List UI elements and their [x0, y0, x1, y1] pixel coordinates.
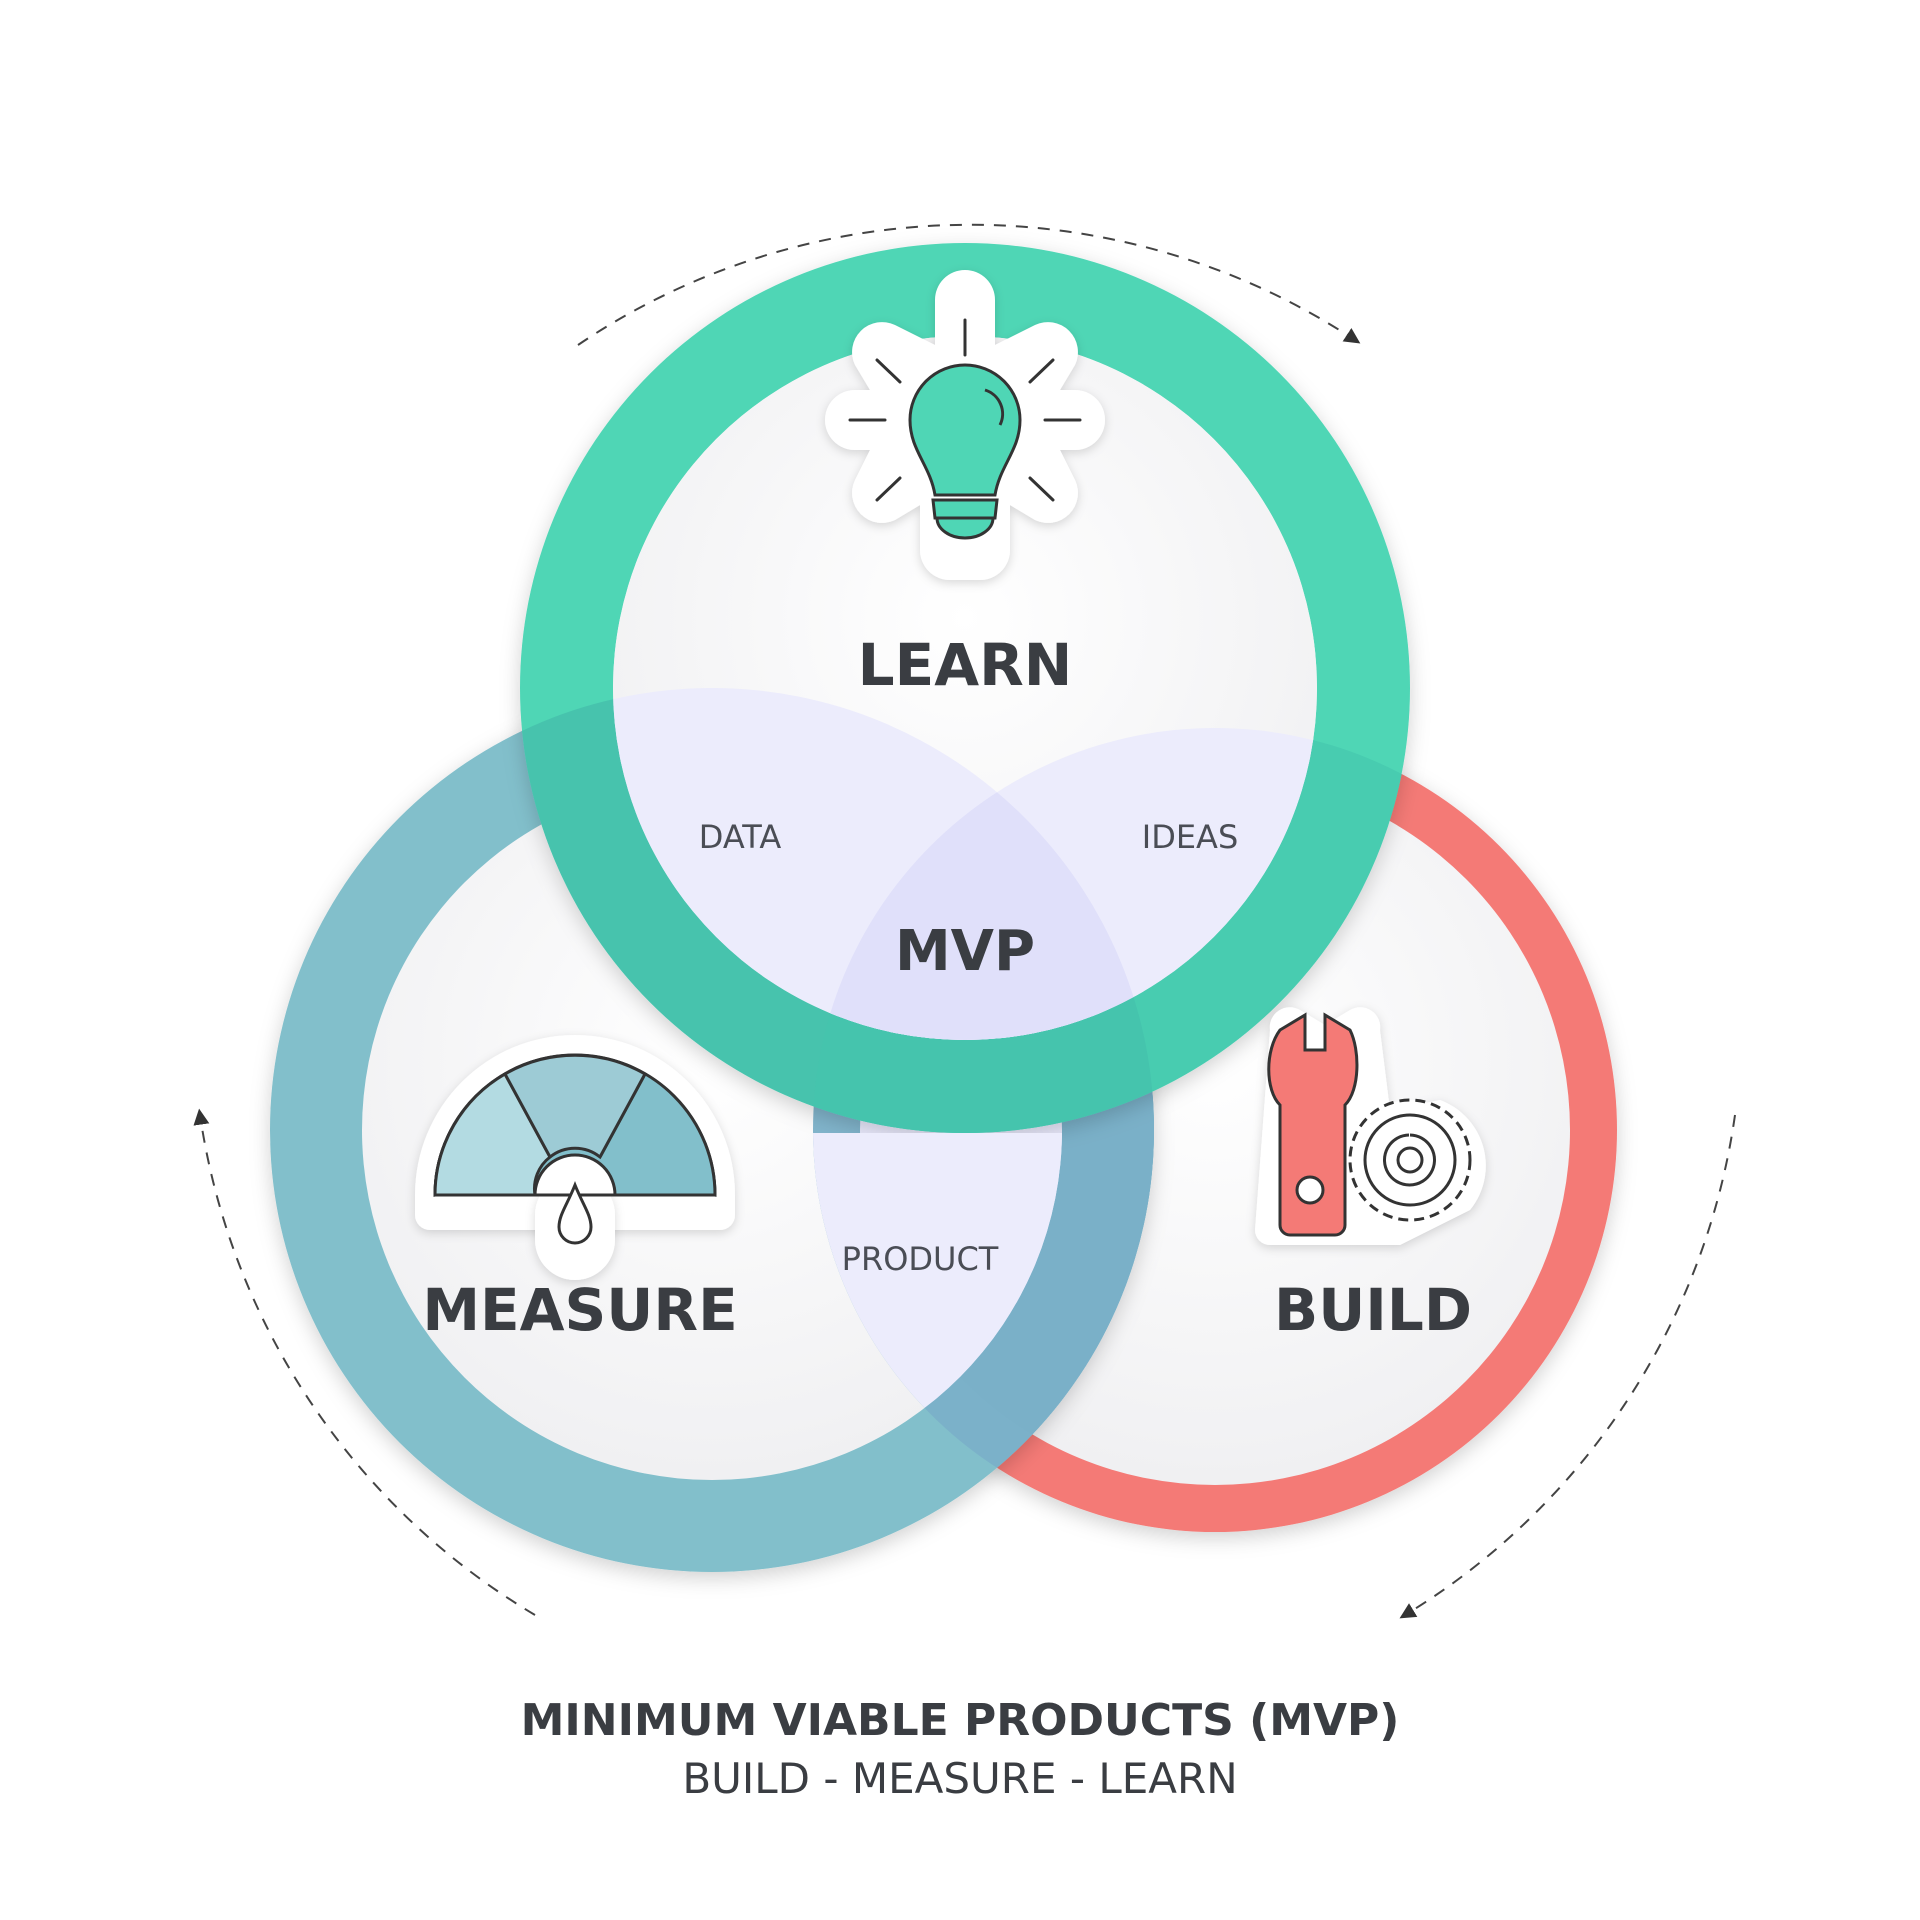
overlap-lenses: [613, 688, 1317, 1040]
build-label: BUILD: [1274, 1276, 1472, 1344]
overlap-data-label: DATA: [699, 818, 782, 856]
gauge-icon: [415, 1035, 735, 1280]
learn-label: LEARN: [858, 631, 1073, 699]
overlap-product-label: PRODUCT: [842, 1240, 999, 1278]
cycle-arrow-left: [193, 1108, 536, 1616]
wrench-gear-icon: [1255, 1007, 1486, 1245]
cycle-arrows: [193, 223, 1736, 1619]
overlap-ideas-label: IDEAS: [1142, 818, 1239, 856]
lightbulb-icon: [825, 270, 1105, 580]
measure-label: MEASURE: [422, 1276, 737, 1344]
diagram-subtitle: BUILD - MEASURE - LEARN: [682, 1754, 1237, 1803]
mvp-center-label: MVP: [895, 919, 1035, 984]
cycle-arrow-right: [1399, 1114, 1736, 1619]
diagram-title: MINIMUM VIABLE PRODUCTS (MVP): [521, 1695, 1400, 1746]
